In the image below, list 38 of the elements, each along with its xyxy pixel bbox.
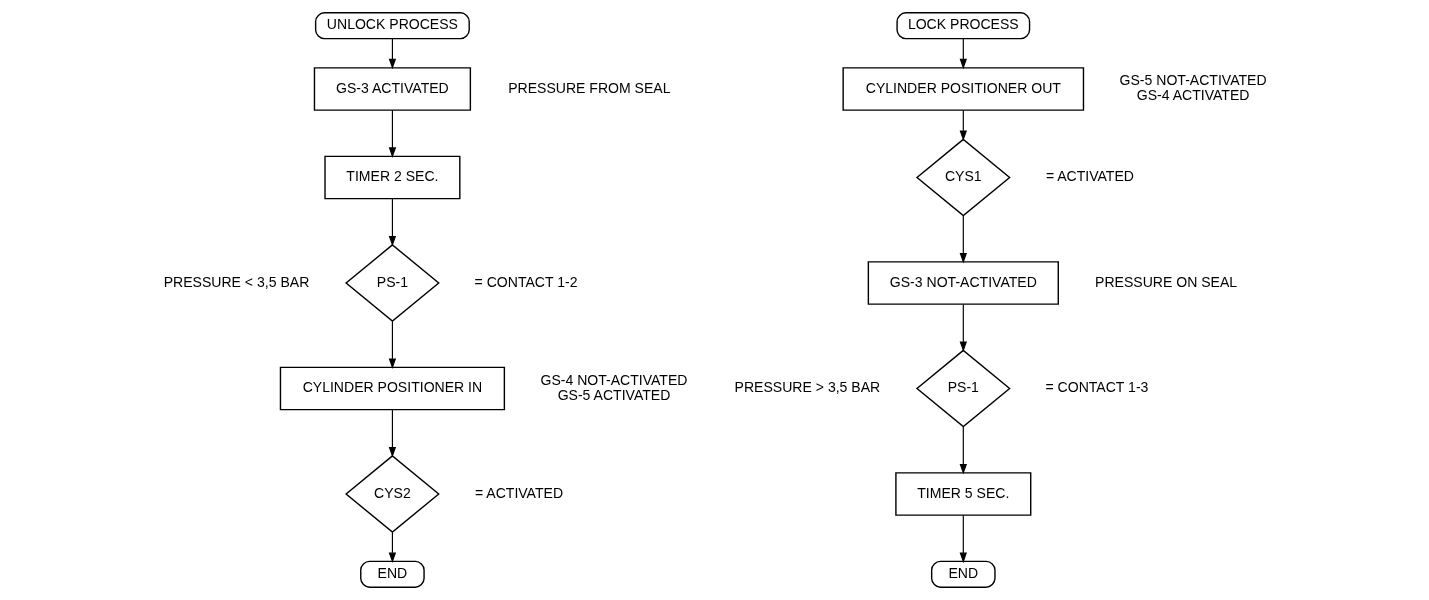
arrow: [388, 320, 397, 369]
node-label: GS-4 NOT-ACTIVATED: [540, 371, 688, 388]
node-box: CYLINDER POSITIONER OUT: [842, 67, 1085, 111]
node-box: UNLOCK PROCESS: [314, 12, 470, 40]
node-box: LOCK PROCESS: [896, 12, 1031, 40]
arrow: [388, 198, 397, 247]
arrow: [959, 215, 967, 264]
node-diamond: PS-1: [915, 349, 1011, 428]
arrow: [959, 426, 967, 475]
node-label: GS-5 ACTIVATED: [557, 386, 671, 403]
node-box: TIMER 5 SEC.: [895, 472, 1032, 516]
arrow: [959, 514, 967, 564]
node-label: PRESSURE > 3,5 BAR: [734, 379, 881, 396]
node-box: TIMER 2 SEC.: [324, 155, 461, 200]
node-diamond: CYS1: [915, 138, 1011, 217]
node-diamond: CYS2: [345, 455, 440, 534]
arrow: [388, 109, 397, 158]
node-label: = ACTIVATED: [1045, 168, 1134, 185]
node-diamond: PS-1: [345, 244, 440, 322]
node-box: END: [360, 560, 425, 588]
node-label: = ACTIVATED: [474, 484, 564, 501]
node-box: GS-3 NOT-ACTIVATED: [867, 261, 1059, 305]
node-box: END: [930, 560, 996, 588]
arrow: [388, 531, 397, 564]
node-label: PRESSURE FROM SEAL: [508, 79, 671, 96]
arrow: [388, 409, 397, 458]
arrow: [388, 38, 397, 70]
arrow: [959, 109, 967, 141]
node-label: = CONTACT 1-2: [474, 273, 578, 290]
node-label: PRESSURE < 3,5 BAR: [163, 273, 310, 290]
node-label: = CONTACT 1-3: [1045, 379, 1149, 396]
node-box: GS-3 ACTIVATED: [313, 67, 472, 111]
node-box: CYLINDER POSITIONER IN: [279, 366, 506, 411]
node-label: PRESSURE ON SEAL: [1095, 273, 1238, 290]
node-label: GS-5 NOT-ACTIVATED: [1119, 72, 1267, 89]
arrow: [959, 38, 967, 70]
node-label: GS-4 ACTIVATED: [1136, 87, 1250, 104]
arrow: [959, 303, 967, 353]
